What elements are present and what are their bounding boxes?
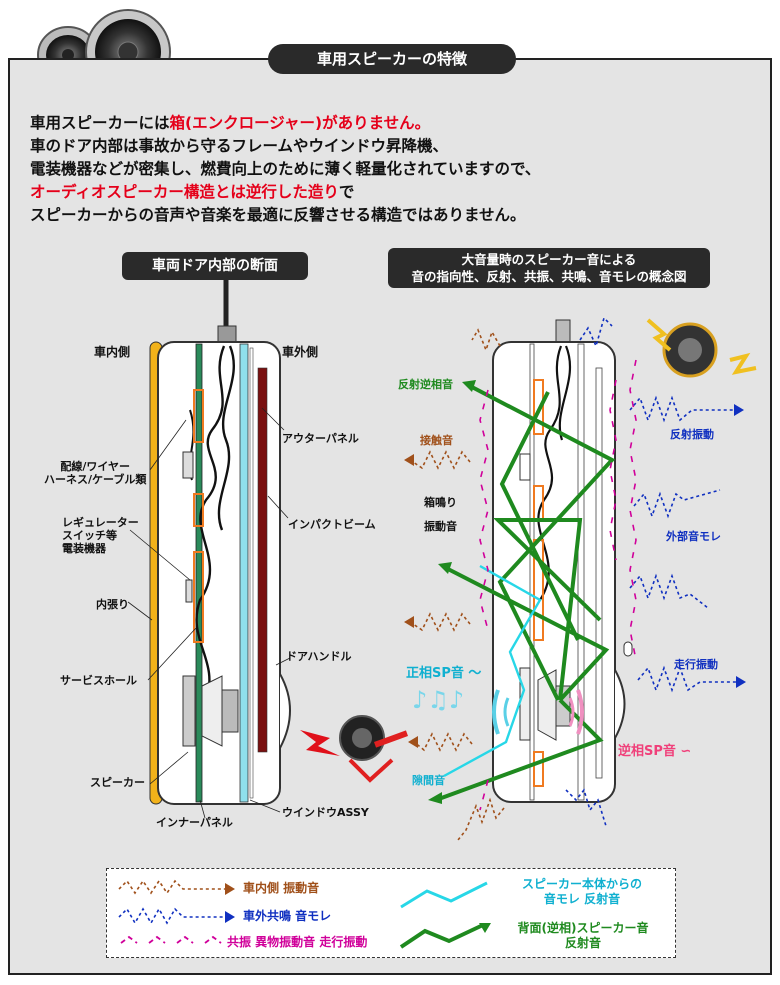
label-outside: 車外側: [282, 345, 319, 359]
legend-item-1: 車内側 振動音: [243, 881, 320, 895]
speaker-sound-wave-icons: [492, 689, 584, 735]
guitar-speaker-character-icon: [300, 715, 409, 783]
resonance-marks: [479, 359, 637, 811]
label-reflect-reverse: 反射逆相音: [398, 378, 453, 391]
intro-line-4: オーディオスピーカー構造とは逆行した造りで: [30, 183, 355, 201]
label-wiring: 配線/ワイヤー ハーネス/ケーブル類: [44, 460, 147, 486]
music-note-icon: ♪♫♪: [412, 686, 465, 714]
label-impact-beam: インパクトビーム: [288, 518, 376, 531]
label-inner-panel: インナーパネル: [156, 816, 233, 829]
legend-item-5: 背面(逆相)スピーカー音 反射音: [517, 921, 649, 950]
label-window: ウインドウASSY: [282, 806, 369, 819]
intro-text: 車用スピーカーには箱(エンクロージャー)がありません。 車のドア内部は事故から守…: [30, 112, 760, 227]
intro-line-2: 車のドア内部は事故から守るフレームやウインドウ昇降機、: [30, 137, 449, 155]
interior-vibration-squiggles: [409, 328, 505, 841]
label-box-rattle-2: 振動音: [424, 520, 457, 533]
intro-line-1: 車用スピーカーには箱(エンクロージャー)がありません。: [30, 114, 431, 132]
label-trim: 内張り: [96, 598, 129, 611]
window-glass: [239, 343, 249, 803]
label-contact: 接触音: [420, 434, 453, 447]
label-reflect-vibration: 反射振動: [670, 428, 714, 441]
label-external-leak: 外部音モレ: [666, 530, 721, 543]
label-inside: 車内側: [94, 345, 131, 359]
left-diagram-heading: 車両ドア内部の断面: [122, 252, 308, 280]
gap-sound-line: [443, 564, 542, 778]
content-frame: [8, 58, 772, 975]
label-normal-phase: 正相SP音 ～: [406, 666, 482, 681]
outer-panel-bar: [257, 367, 268, 753]
intro-line-5: スピーカーからの音声や音楽を最適に反響させる構造ではありません。: [30, 206, 526, 224]
reverse-phase-reflections: [435, 384, 616, 802]
label-gap-sound: 隙間音: [412, 774, 445, 787]
legend-item-4: スピーカー本体からの 音モレ 反射音: [521, 877, 642, 906]
intro-line-3: 電装機器などが密集し、燃費向上のために薄く軽量化されていますので、: [30, 160, 541, 178]
right-diagram-heading: 大音量時のスピーカー音による 音の指向性、反射、共振、共鳴、音モレの概念図: [388, 248, 710, 288]
right-door-cross-section: [492, 319, 633, 803]
inner-panel-line: [195, 343, 203, 803]
label-speaker: スピーカー: [90, 776, 145, 789]
label-driving-vibration: 走行振動: [674, 658, 718, 671]
legend-item-2: 車外共鳴 音モレ: [243, 909, 332, 923]
legend: 車内側 振動音 車外共鳴 音モレ 共振 異物振動音 走行振動 スピーカー本体から…: [106, 868, 676, 958]
exterior-leak-squiggles: [565, 316, 740, 827]
label-service-hole: サービスホール: [60, 674, 137, 687]
page-title: 車用スピーカーの特徴: [268, 44, 516, 74]
label-box-rattle-1: 箱鳴り: [424, 496, 457, 509]
label-reverse-phase: 逆相SP音 ∽: [618, 744, 692, 759]
label-regulator: レギュレーター スイッチ等 電装機器: [62, 516, 139, 555]
vibrating-speaker-character-icon: [646, 318, 757, 378]
label-outer-panel: アウターパネル: [282, 432, 359, 445]
left-door-cross-section: [127, 280, 291, 819]
label-door-handle: ドアハンドル: [286, 650, 352, 663]
legend-item-3: 共振 異物振動音 走行振動: [227, 935, 368, 949]
left-speaker: [182, 675, 239, 747]
